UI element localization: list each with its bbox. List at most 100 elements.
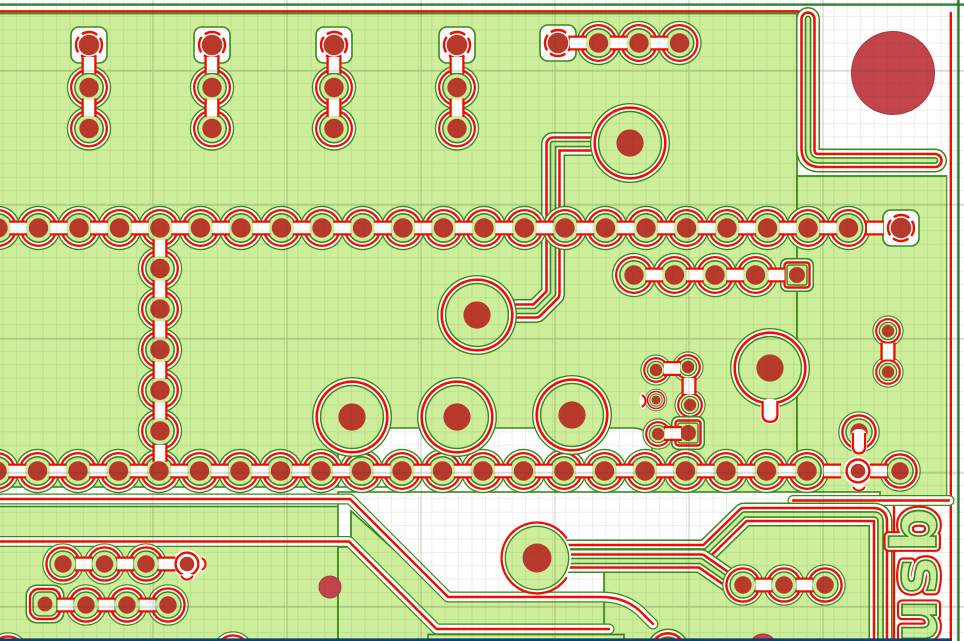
- pad[interactable]: [16, 205, 61, 251]
- pad[interactable]: [784, 448, 830, 494]
- pad[interactable]: [136, 448, 182, 494]
- pad[interactable]: [623, 205, 669, 251]
- pad[interactable]: [177, 448, 222, 494]
- pad[interactable]: [340, 205, 385, 251]
- pad[interactable]: [657, 20, 702, 66]
- pad[interactable]: [611, 252, 657, 298]
- pad[interactable]: [542, 205, 588, 251]
- pad[interactable]: [42, 543, 84, 585]
- pad[interactable]: [541, 448, 587, 494]
- free-hole-a[interactable]: [318, 575, 342, 599]
- pad[interactable]: [437, 275, 517, 355]
- pad-bracket[interactable]: [539, 24, 577, 62]
- iso-strip-bottom[interactable]: [0, 536, 615, 635]
- pad[interactable]: [583, 205, 628, 251]
- mount-hole-large[interactable]: [851, 31, 935, 115]
- pad[interactable]: [97, 205, 142, 251]
- pad[interactable]: [258, 448, 303, 494]
- pad[interactable]: [218, 205, 264, 251]
- pad[interactable]: [461, 205, 507, 251]
- pad[interactable]: [217, 448, 263, 494]
- pad-square[interactable]: [25, 584, 65, 624]
- pad[interactable]: [311, 65, 357, 110]
- pad[interactable]: [704, 205, 750, 251]
- pad[interactable]: [434, 65, 480, 110]
- pad[interactable]: [730, 328, 810, 408]
- pad[interactable]: [763, 564, 805, 606]
- pad[interactable]: [137, 327, 183, 372]
- pad[interactable]: [172, 549, 202, 579]
- pad[interactable]: [664, 205, 709, 251]
- pad[interactable]: [147, 584, 189, 626]
- pad-isolated[interactable]: [500, 521, 572, 595]
- pad[interactable]: [582, 448, 627, 494]
- pad[interactable]: [96, 448, 141, 494]
- pad-bracket[interactable]: [438, 26, 476, 64]
- pad[interactable]: [745, 205, 790, 251]
- pad-square[interactable]: [780, 258, 814, 292]
- pad[interactable]: [417, 377, 497, 457]
- pad[interactable]: [137, 368, 183, 413]
- pad[interactable]: [66, 65, 112, 110]
- iso-strip-top[interactable]: [0, 493, 659, 630]
- pad[interactable]: [826, 205, 871, 251]
- pad[interactable]: [299, 205, 345, 251]
- pad[interactable]: [380, 205, 426, 251]
- pad[interactable]: [15, 448, 60, 494]
- pad[interactable]: [65, 584, 107, 626]
- pad[interactable]: [420, 448, 465, 494]
- pad[interactable]: [703, 448, 749, 494]
- pad[interactable]: [137, 408, 183, 454]
- pad[interactable]: [692, 252, 738, 298]
- pads[interactable]: [0, 20, 921, 641]
- pad[interactable]: [460, 448, 506, 494]
- pad[interactable]: [616, 20, 662, 66]
- pad[interactable]: [502, 205, 547, 251]
- pad[interactable]: [785, 205, 831, 251]
- pad[interactable]: [125, 543, 167, 585]
- pad[interactable]: [501, 448, 546, 494]
- pad[interactable]: [189, 65, 235, 110]
- pad[interactable]: [106, 584, 148, 626]
- pad[interactable]: [83, 543, 126, 585]
- pad[interactable]: [55, 448, 101, 494]
- pad[interactable]: [66, 106, 112, 151]
- pad[interactable]: [674, 389, 706, 421]
- pad[interactable]: [804, 564, 846, 606]
- pad[interactable]: [640, 354, 672, 386]
- pad[interactable]: [312, 377, 392, 457]
- pad[interactable]: [434, 106, 480, 151]
- pad[interactable]: [744, 448, 789, 494]
- pad[interactable]: [652, 252, 697, 298]
- pad[interactable]: [722, 564, 764, 606]
- pad[interactable]: [879, 450, 921, 492]
- pad[interactable]: [872, 356, 904, 388]
- pad[interactable]: [576, 20, 621, 66]
- pad[interactable]: [733, 252, 778, 298]
- pad[interactable]: [137, 286, 183, 332]
- trace-usb-a[interactable]: [526, 502, 893, 641]
- pad[interactable]: [622, 448, 668, 494]
- pad[interactable]: [189, 106, 235, 151]
- pad[interactable]: [421, 205, 466, 251]
- pad[interactable]: [590, 103, 670, 183]
- pad[interactable]: [532, 375, 612, 455]
- pad[interactable]: [259, 205, 304, 251]
- pad[interactable]: [298, 448, 344, 494]
- pad-bracket[interactable]: [882, 209, 920, 247]
- pad[interactable]: [137, 246, 183, 291]
- pad[interactable]: [311, 106, 357, 151]
- pad[interactable]: [56, 205, 102, 251]
- pad[interactable]: [0, 449, 20, 493]
- pad[interactable]: [379, 448, 425, 494]
- drill-holes[interactable]: [318, 31, 935, 641]
- pad[interactable]: [663, 448, 708, 494]
- pad[interactable]: [843, 456, 873, 486]
- pad[interactable]: [872, 315, 904, 347]
- notch-trace[interactable]: [796, 7, 947, 173]
- pad[interactable]: [137, 205, 183, 251]
- pad[interactable]: [339, 448, 384, 494]
